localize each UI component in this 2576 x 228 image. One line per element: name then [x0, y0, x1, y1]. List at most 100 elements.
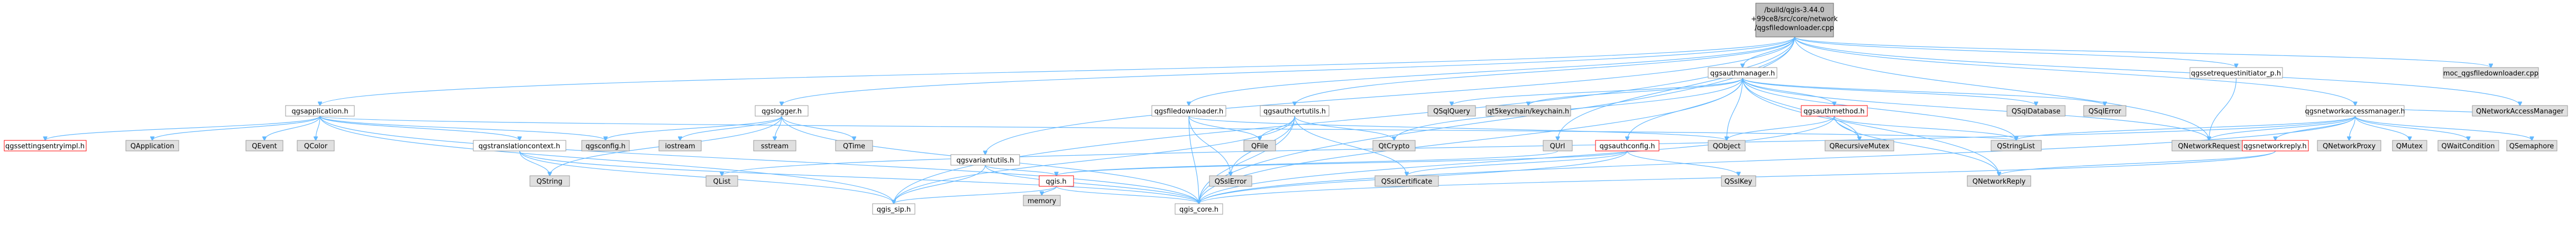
dependency-edge	[894, 165, 986, 204]
node-qgssettingsentryimpl-h[interactable]: qgssettingsentryimpl.h	[4, 140, 87, 151]
svg-text:QSqlError: QSqlError	[2088, 108, 2122, 116]
node-qgsauthconfig-h[interactable]: qgsauthconfig.h	[1595, 140, 1660, 151]
dependency-edge	[1794, 36, 2520, 106]
dependency-edge	[894, 186, 1057, 204]
dependency-edge	[1999, 150, 2276, 176]
dependency-edge	[985, 165, 1057, 176]
node-QNetworkProxy[interactable]: QNetworkProxy	[2317, 140, 2381, 151]
node-QStringList[interactable]: QStringList	[1991, 140, 2042, 151]
svg-text:QNetworkAccessManager: QNetworkAccessManager	[2476, 108, 2564, 116]
node-qgsnetworkaccessmanager-h[interactable]: qgsnetworkaccessmanager.h	[2305, 105, 2405, 117]
dependency-edge	[1727, 116, 1835, 140]
node-QWaitCondition[interactable]: QWaitCondition	[2437, 140, 2499, 151]
dependency-edge	[1199, 116, 1295, 204]
svg-text:QSqlDatabase: QSqlDatabase	[2012, 108, 2060, 116]
dependency-edge	[1727, 78, 1743, 140]
node-qgsauthcertutils-h[interactable]: qgsauthcertutils.h	[1260, 105, 1330, 117]
svg-text:qgsvariantutils.h: qgsvariantutils.h	[957, 157, 1014, 165]
svg-text:qgsapplication.h: qgsapplication.h	[291, 108, 348, 116]
svg-text:qt5keychain/keychain.h: qt5keychain/keychain.h	[1488, 108, 1569, 116]
root-path-line-1: /build/qgis-3.44.0	[1764, 6, 1825, 14]
node-qgsauthmethod-h[interactable]: qgsauthmethod.h	[1801, 105, 1868, 117]
svg-text:qgsauthcertutils.h: qgsauthcertutils.h	[1263, 108, 1326, 116]
dependency-edge	[1794, 36, 2491, 68]
node-QSslCertificate[interactable]: QSslCertificate	[1374, 175, 1439, 187]
node-qgsconfig-h[interactable]: qgsconfig.h	[581, 140, 630, 151]
node-QSqlDatabase[interactable]: QSqlDatabase	[2006, 105, 2066, 117]
node-qgsvariantutils-h[interactable]: qgsvariantutils.h	[950, 154, 1020, 166]
dependency-edge	[1794, 36, 2210, 140]
node-QObject[interactable]: QObject	[1708, 140, 1746, 151]
dependency-edge	[1528, 78, 1743, 106]
svg-text:QSslError: QSslError	[1215, 178, 1247, 186]
svg-text:qgsauthconfig.h: qgsauthconfig.h	[1600, 142, 1655, 150]
node-QColor[interactable]: QColor	[297, 140, 335, 151]
node-qgsfiledownloader-h[interactable]: qgsfiledownloader.h	[1151, 105, 1226, 117]
node-iostream[interactable]: iostream	[658, 140, 702, 151]
dependency-edge	[1742, 78, 2105, 106]
node-QSslKey[interactable]: QSslKey	[1721, 175, 1756, 187]
dependency-edge	[519, 150, 550, 176]
svg-text:QWaitCondition: QWaitCondition	[2442, 142, 2495, 150]
node-qgslogger-h[interactable]: qgslogger.h	[755, 105, 809, 117]
node-QUrl[interactable]: QUrl	[1543, 140, 1573, 151]
node-QSslError[interactable]: QSslError	[1209, 175, 1252, 187]
node-QSqlQuery[interactable]: QSqlQuery	[1427, 105, 1476, 117]
svg-text:sstream: sstream	[761, 142, 789, 150]
dependency-edge	[680, 116, 782, 140]
node-qt5keychain[interactable]: qt5keychain/keychain.h	[1486, 105, 1571, 117]
node-QRecursiveMutex[interactable]: QRecursiveMutex	[1825, 140, 1894, 151]
dependency-edge	[1295, 36, 1795, 106]
dependency-edges	[45, 36, 2532, 204]
root-path-line-2: +99ce8/src/core/network	[1751, 15, 1838, 23]
node-qgsauthmanager-h[interactable]: qgsauthmanager.h	[1708, 67, 1777, 79]
node-QTime[interactable]: QTime	[835, 140, 873, 151]
dependency-edge	[1042, 186, 1057, 195]
dependency-edge	[781, 116, 854, 140]
svg-text:QSqlQuery: QSqlQuery	[1433, 108, 1470, 116]
svg-text:qgstranslationcontext.h: qgstranslationcontext.h	[479, 142, 561, 150]
dependency-edge	[45, 116, 320, 140]
node-sstream[interactable]: sstream	[753, 140, 796, 151]
dependency-edge	[1199, 116, 1835, 204]
node-QNetworkReply[interactable]: QNetworkReply	[1967, 175, 2031, 187]
dependency-edge	[2354, 116, 2410, 140]
svg-text:qgis_sip.h: qgis_sip.h	[877, 206, 911, 214]
node-QSemaphore[interactable]: QSemaphore	[2506, 140, 2557, 151]
node-memory[interactable]: memory	[1023, 195, 1061, 206]
node-QFile[interactable]: QFile	[1243, 140, 1276, 151]
node-qgis-sip-h[interactable]: qgis_sip.h	[872, 203, 915, 215]
node-QMutex[interactable]: QMutex	[2392, 140, 2427, 151]
node-qgis-core-h[interactable]: qgis_core.h	[1175, 203, 1223, 215]
svg-text:QString: QString	[536, 178, 562, 186]
node-QNetworkRequest[interactable]: QNetworkRequest	[2171, 140, 2247, 151]
node-QList[interactable]: QList	[705, 175, 738, 187]
svg-text:qgsauthmethod.h: qgsauthmethod.h	[1803, 108, 1864, 116]
svg-text:QtCrypto: QtCrypto	[1379, 142, 1410, 150]
dependency-edge	[782, 36, 1795, 106]
node-qgis-h[interactable]: qgis.h	[1039, 175, 1074, 187]
svg-text:QRecursiveMutex: QRecursiveMutex	[1829, 142, 1890, 150]
node-qgsapplication-h[interactable]: qgsapplication.h	[285, 105, 355, 117]
root-file-node[interactable]: /build/qgis-3.44.0 +99ce8/src/core/netwo…	[1751, 3, 1838, 37]
node-QString[interactable]: QString	[529, 175, 570, 187]
dependency-edge	[1742, 78, 2036, 106]
node-moc-qgsfiledownloader-cpp[interactable]: moc_qgsfiledownloader.cpp	[2443, 67, 2539, 79]
node-QEvent[interactable]: QEvent	[245, 140, 283, 151]
dependency-edge	[775, 116, 782, 140]
dependency-edge	[894, 36, 1795, 204]
dependency-edge	[152, 116, 320, 140]
node-QtCrypto[interactable]: QtCrypto	[1372, 140, 1416, 151]
dependency-edge	[2209, 78, 2237, 140]
node-qgsnetworkreply-h[interactable]: qgsnetworkreply.h	[2242, 140, 2309, 151]
dependency-edge	[319, 116, 520, 140]
node-QSqlError[interactable]: QSqlError	[2083, 105, 2126, 117]
dependency-edge	[1294, 116, 1407, 176]
svg-text:QObject: QObject	[1713, 142, 1741, 150]
dependency-edge	[319, 116, 1199, 204]
node-qgstranslationcontext-h[interactable]: qgstranslationcontext.h	[473, 140, 566, 151]
node-QNetworkAccessManager[interactable]: QNetworkAccessManager	[2472, 105, 2568, 117]
node-qgssetrequestinitiator-p-h[interactable]: qgssetrequestinitiator_p.h	[2189, 67, 2283, 79]
root-path-line-3: /qgsfiledownloader.cpp	[1755, 24, 1834, 32]
node-QApplication[interactable]: QApplication	[125, 140, 179, 151]
